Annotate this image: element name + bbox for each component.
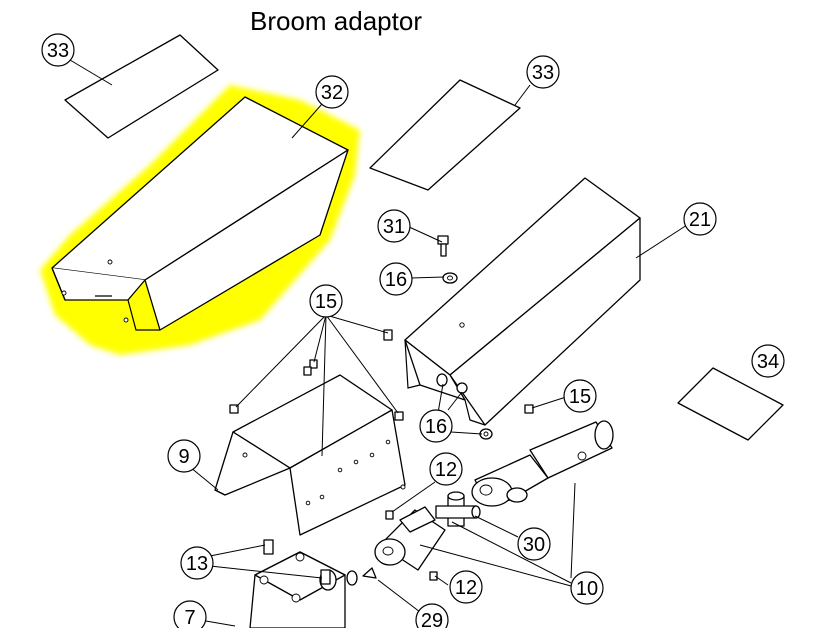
part-31-bolt [437,235,449,257]
svg-text:16: 16 [385,269,407,291]
key-part [362,567,377,579]
callout-34: 34 [751,344,785,378]
part-16-nut-top [442,272,458,284]
svg-text:30: 30 [523,534,545,556]
part-33-plate-center [369,79,521,191]
callout-10: 10 [570,571,604,605]
callout-13: 13 [180,546,214,580]
svg-text:33: 33 [47,40,69,62]
part-10-drive-shaft [471,420,614,507]
callout-21: 21 [683,202,717,236]
callout-12-bottom: 12 [449,570,483,604]
svg-text:29: 29 [421,610,443,628]
callout-31: 31 [377,209,411,243]
part-16-washers [436,373,493,440]
part-32-cover [51,96,349,331]
svg-text:21: 21 [689,209,711,231]
svg-text:15: 15 [315,291,337,313]
callout-33-center: 33 [526,55,560,89]
part-30-cross [435,491,481,527]
svg-text:33: 33 [532,62,554,84]
svg-text:13: 13 [186,553,208,575]
svg-text:31: 31 [383,216,405,238]
part-33-plate-left [64,34,219,139]
callout-15-group: 15 [309,284,343,318]
part-34-plate-right [677,367,784,441]
callout-16-lower: 16 [419,409,453,443]
part-7-gearbox [249,539,358,628]
svg-text:12: 12 [435,459,457,481]
callout-9: 9 [167,439,201,473]
part-21-housing [404,177,641,426]
callout-33-left: 33 [41,33,75,67]
part-29-yoke [374,506,446,571]
diagram-title: Broom adaptor [250,6,422,36]
part-9-bracket [214,374,406,536]
svg-text:34: 34 [757,351,779,373]
callout-29: 29 [415,603,449,628]
svg-text:12: 12 [455,577,477,599]
svg-text:15: 15 [569,386,591,408]
callout-15-right: 15 [563,379,597,413]
callout-32: 32 [315,75,349,109]
callout-30: 30 [517,527,551,561]
svg-text:9: 9 [178,446,189,468]
callout-7: 7 [173,600,207,628]
svg-text:16: 16 [425,416,447,438]
svg-text:7: 7 [184,607,195,628]
svg-text:10: 10 [576,578,598,600]
callout-12-top: 12 [429,452,463,486]
part-12-set-screws [385,510,438,581]
callout-16-top: 16 [379,262,413,296]
svg-text:32: 32 [321,82,343,104]
